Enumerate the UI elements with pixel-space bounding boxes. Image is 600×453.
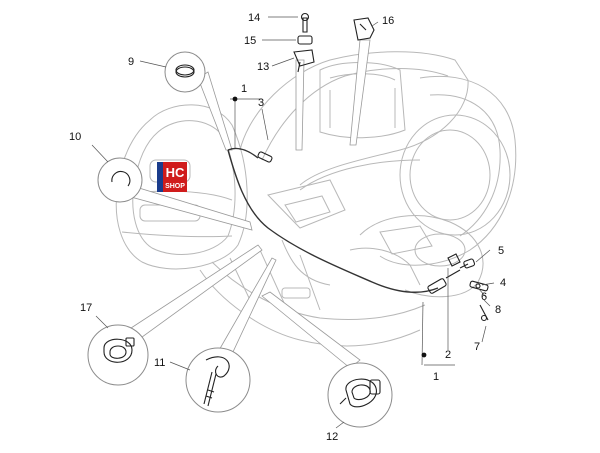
callout-label-1-bottom: 1: [433, 371, 439, 383]
throttle-cable: [227, 147, 469, 294]
logo-line-2: SHOP: [165, 183, 185, 190]
part-number-labels: 9 10 11 12 13 14 15 16 17 1 3 5 4 6 8 7 …: [69, 12, 506, 443]
callout-label-5: 5: [498, 245, 504, 257]
logo-line-1: HC: [166, 165, 185, 180]
callout-label-10: 10: [69, 131, 81, 143]
callout-label-15: 15: [244, 35, 256, 47]
callout-label-17: 17: [80, 302, 92, 314]
callout-label-2: 2: [445, 349, 451, 361]
scooter-body-outline: [115, 51, 517, 347]
callout-label-7: 7: [474, 341, 480, 353]
callout-label-11: 11: [154, 357, 165, 369]
top-fasteners: [293, 12, 375, 73]
callout-circle-17: [87, 324, 149, 386]
callout-label-1-top: 1: [241, 83, 247, 95]
callout-circle-10: [97, 157, 143, 203]
callout-circle-9: [164, 51, 206, 93]
callout-label-12: 12: [326, 431, 338, 443]
leader-lines: [91, 16, 495, 429]
callout-label-6: 6: [481, 291, 487, 303]
callout-label-14: 14: [248, 12, 260, 24]
callout-label-13: 13: [257, 61, 269, 73]
callout-circle-12: [327, 362, 393, 428]
callout-label-3: 3: [258, 97, 264, 109]
callout-label-4: 4: [500, 277, 506, 289]
small-hardware: [447, 253, 489, 322]
callout-circle-11: [185, 347, 251, 413]
hc-shop-logo: HC SHOP: [157, 162, 187, 192]
callout-label-16: 16: [382, 15, 394, 27]
callout-label-9: 9: [128, 56, 134, 68]
callout-label-8: 8: [495, 304, 501, 316]
